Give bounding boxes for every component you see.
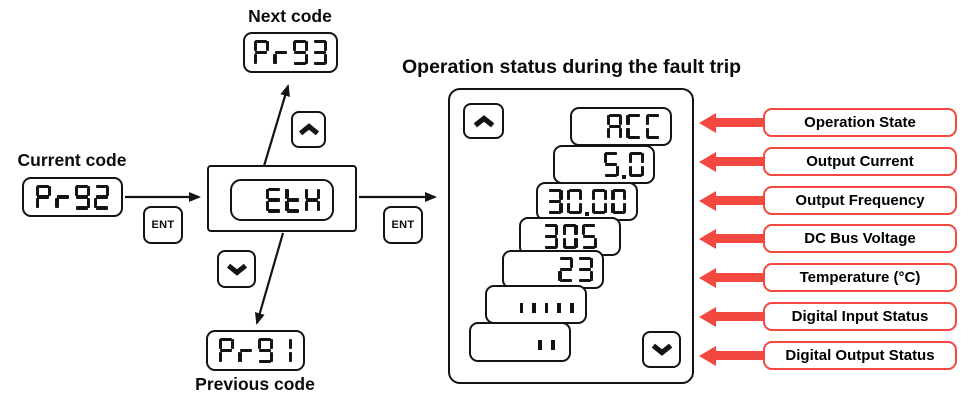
current-code-label: Current code: [17, 150, 127, 170]
fault-code-box: [207, 165, 357, 232]
next-code-label: Next code: [248, 6, 332, 26]
red-arrow-shaft: [716, 196, 763, 205]
callout-row: Digital Input Status: [699, 302, 957, 331]
display-output-frequency: [536, 182, 638, 221]
red-arrow-left-icon: [699, 345, 716, 366]
callout-digital-input-status: Digital Input Status: [763, 302, 957, 331]
ent-button-right[interactable]: ENT: [383, 206, 423, 244]
callout-temperature: Temperature (°C): [763, 263, 957, 292]
display-operation-state: [570, 107, 672, 146]
previous-code-label: Previous code: [195, 374, 315, 394]
previous-code-display: [206, 330, 305, 371]
chevron-up-icon: [298, 123, 319, 136]
red-arrow-shaft: [716, 312, 763, 321]
callout-output-current: Output Current: [763, 147, 957, 176]
callout-row: Output Current: [699, 147, 957, 176]
chevron-down-icon: [651, 343, 672, 356]
status-panel-title: Operation status during the fault trip: [402, 56, 742, 78]
fault-code-display: [230, 179, 334, 221]
red-arrow-left-icon: [699, 228, 716, 249]
red-arrow-left-icon: [699, 190, 716, 211]
chevron-down-icon: [226, 263, 247, 276]
display-digital-output-status: [469, 322, 571, 362]
status-up-button[interactable]: [463, 103, 504, 139]
red-arrow-shaft: [716, 351, 763, 360]
display-temperature: [502, 250, 604, 289]
current-code-display: [22, 177, 123, 217]
keypad-up-button[interactable]: [291, 111, 326, 148]
display-output-current: [553, 145, 655, 184]
callout-operation-state: Operation State: [763, 108, 957, 137]
red-arrow-shaft: [716, 157, 763, 166]
display-digital-input-status: [485, 285, 587, 324]
ent-button-left[interactable]: ENT: [143, 206, 183, 244]
red-arrow-shaft: [716, 118, 763, 127]
red-arrow-shaft: [716, 234, 763, 243]
callout-output-frequency: Output Frequency: [763, 186, 957, 215]
red-arrow-left-icon: [699, 112, 716, 133]
callout-row: DC Bus Voltage: [699, 224, 957, 253]
keypad-down-button[interactable]: [217, 250, 256, 288]
callout-dc-bus-voltage: DC Bus Voltage: [763, 224, 957, 253]
chevron-up-icon: [473, 114, 494, 127]
callout-row: Digital Output Status: [699, 341, 957, 370]
callout-row: Operation State: [699, 108, 957, 137]
callout-row: Output Frequency: [699, 186, 957, 215]
red-arrow-left-icon: [699, 151, 716, 172]
next-code-display: [243, 32, 338, 73]
red-arrow-left-icon: [699, 306, 716, 327]
red-arrow-shaft: [716, 273, 763, 282]
status-down-button[interactable]: [642, 331, 681, 368]
red-arrow-left-icon: [699, 267, 716, 288]
callout-row: Temperature (°C): [699, 263, 957, 292]
callout-digital-output-status: Digital Output Status: [763, 341, 957, 370]
